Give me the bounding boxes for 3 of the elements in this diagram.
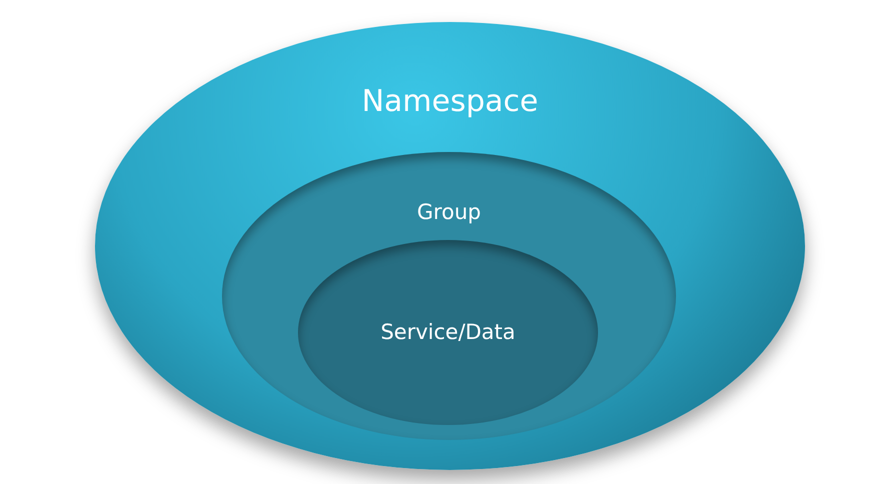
region-label: Group (417, 200, 481, 224)
region-label: Service/Data (380, 320, 516, 344)
region-label: Namespace (362, 84, 538, 119)
